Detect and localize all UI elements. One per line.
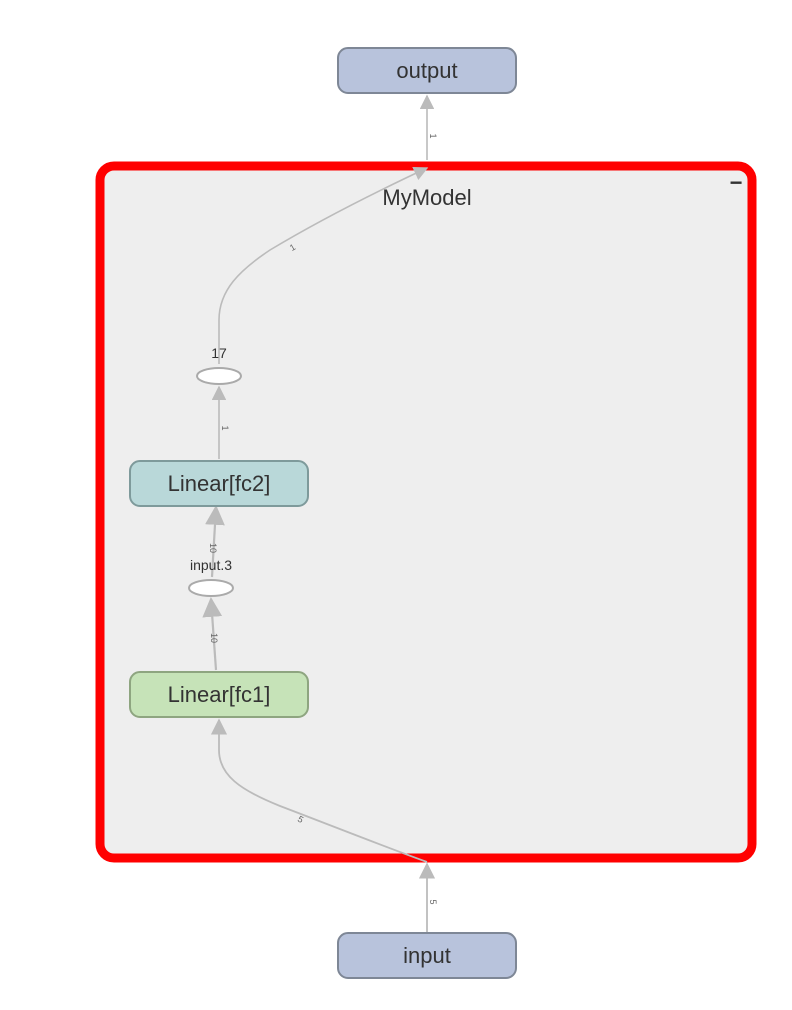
edge-scope-to-fc1 [210,718,428,863]
node-output[interactable]: output [337,47,517,94]
edge-op17-to-scope [218,166,429,364]
op-node-input-3[interactable]: input.3 [188,557,234,597]
node-input-label: input [403,943,451,968]
node-output-label: output [396,58,457,83]
node-linear-fc1[interactable]: Linear[fc1] [129,671,309,718]
edge-label: 5 [428,899,438,904]
node-linear-fc2[interactable]: Linear[fc2] [129,460,309,507]
edge-label: 10 [208,543,218,553]
edge-input3-to-fc2 [205,505,225,578]
node-output-box [337,47,517,94]
op-node-17-ellipse [196,367,242,385]
node-fc1-label: Linear[fc1] [168,682,271,707]
edge-label: 10 [209,633,219,643]
scope-title: MyModel [382,185,471,210]
collapse-icon[interactable]: − [730,170,743,195]
edges: 1 1 1 10 10 5 5 [202,94,438,932]
scope-frame [95,161,757,863]
op-node-17[interactable]: 17 [196,345,242,385]
op-node-input-3-ellipse [188,579,234,597]
edge-fc1-to-input3 [202,597,223,671]
node-fc2-label: Linear[fc2] [168,471,271,496]
edge-label: 5 [296,814,305,825]
edge-label: 1 [288,242,297,253]
node-fc1-box [129,671,309,718]
op-node-input-3-label: input.3 [190,557,232,573]
node-input-box [337,932,517,979]
edge-label: 1 [428,133,438,138]
edge-label: 1 [220,425,230,430]
node-input[interactable]: input [337,932,517,979]
node-fc2-box [129,460,309,507]
op-node-17-label: 17 [211,345,227,361]
scope-mymodel[interactable]: MyModel − [95,161,757,863]
